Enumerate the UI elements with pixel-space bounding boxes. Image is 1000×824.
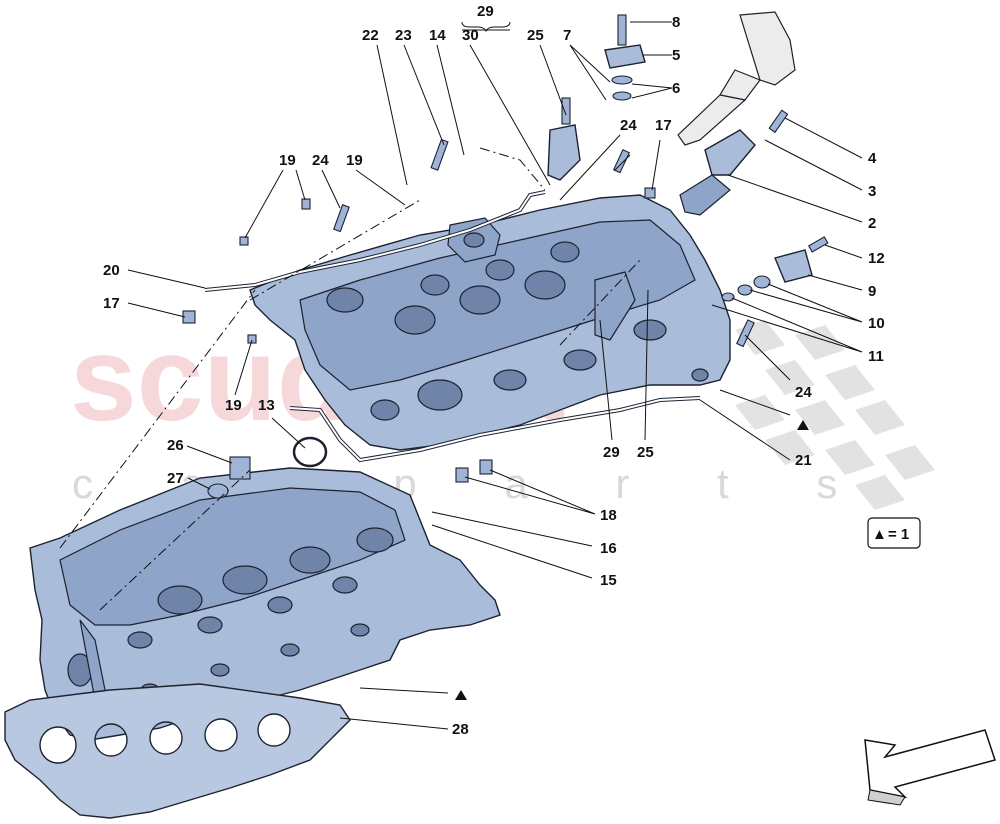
legend-text: = 1	[888, 526, 909, 543]
ignition-coil	[677, 11, 796, 146]
callout-11: 11	[868, 348, 884, 365]
callout-8: 8	[672, 14, 680, 31]
callout-22: 22	[362, 27, 379, 44]
head-gasket	[4, 683, 351, 819]
legend-box: ▲ = 1	[867, 517, 921, 549]
callout-12: 12	[868, 250, 885, 267]
callout-20: 20	[103, 262, 120, 279]
o-ring-13	[292, 436, 328, 468]
callout-19-low: 19	[225, 397, 242, 414]
bracket-29	[461, 21, 511, 33]
view-direction-arrow-icon	[864, 729, 996, 806]
callout-24-right: 24	[795, 384, 812, 401]
vvt-solenoid	[679, 129, 756, 216]
callout-5: 5	[672, 47, 680, 64]
callout-25: 25	[527, 27, 544, 44]
callout-29-low: 29	[603, 444, 620, 461]
callouts: 22 23 14 29 30 25 7 8 5 6 4 3 2 12 9 10 …	[103, 3, 885, 738]
triangle-markers	[455, 420, 809, 700]
wiring-harness-21	[289, 396, 701, 463]
callout-13: 13	[258, 397, 275, 414]
callout-28: 28	[452, 721, 469, 738]
callout-4: 4	[868, 150, 877, 167]
callout-26: 26	[167, 437, 184, 454]
sensor-9	[721, 249, 813, 302]
callout-17-top: 17	[655, 117, 672, 134]
bolts	[182, 109, 829, 483]
callout-10: 10	[868, 315, 885, 332]
callout-29: 29	[477, 3, 494, 20]
callout-2: 2	[868, 215, 876, 232]
lower-cylinder-head	[29, 467, 501, 741]
callout-18: 18	[600, 507, 617, 524]
callout-6: 6	[672, 80, 680, 97]
triangle-marker	[797, 420, 809, 430]
checkered-flag-icon	[735, 320, 935, 510]
wiring-harness-20	[204, 190, 546, 292]
callout-23: 23	[395, 27, 412, 44]
legend-symbol: ▲	[872, 526, 887, 543]
callout-7: 7	[563, 27, 571, 44]
callout-17-left: 17	[103, 295, 120, 312]
callout-27: 27	[167, 470, 184, 487]
triangle-marker	[455, 690, 467, 700]
sensor-5	[604, 14, 646, 101]
callout-9: 9	[868, 283, 876, 300]
leader-lines	[59, 21, 863, 730]
callout-24-top: 24	[620, 117, 637, 134]
cam-sensor	[547, 97, 581, 181]
callout-25-low: 25	[637, 444, 654, 461]
callout-15: 15	[600, 572, 617, 589]
callout-19-mid: 19	[346, 152, 363, 169]
callout-19-left: 19	[279, 152, 296, 169]
callout-30: 30	[462, 27, 479, 44]
callout-24-left: 24	[312, 152, 329, 169]
callout-14: 14	[429, 27, 446, 44]
callout-16: 16	[600, 540, 617, 557]
callout-21: 21	[795, 452, 812, 469]
callout-3: 3	[868, 183, 876, 200]
